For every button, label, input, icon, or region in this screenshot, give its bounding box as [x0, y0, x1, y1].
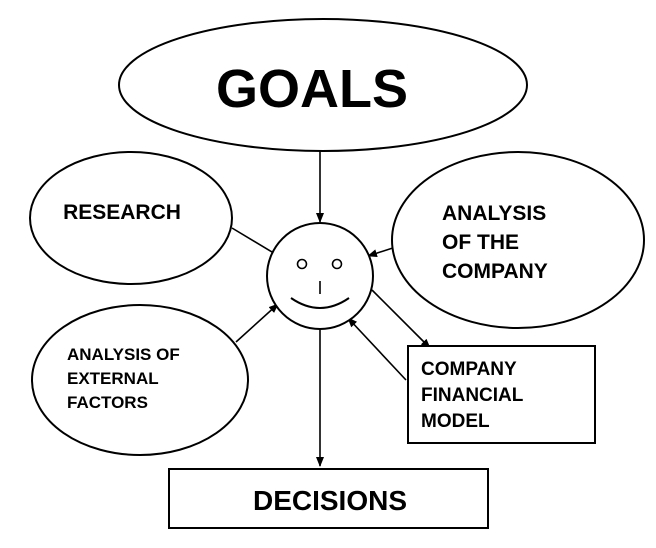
financial-model-line-3: MODEL	[421, 411, 490, 432]
smiley-face-icon	[290, 258, 350, 309]
financial-model-node: COMPANY FINANCIAL MODEL	[407, 345, 596, 444]
decisions-node: DECISIONS	[168, 468, 489, 529]
external-factors-node: ANALYSIS OF EXTERNAL FACTORS	[31, 304, 249, 456]
research-node: RESEARCH	[29, 151, 233, 285]
research-label: RESEARCH	[63, 201, 181, 224]
financial-model-line-1: COMPANY	[421, 359, 517, 380]
external-factors-line-2: EXTERNAL	[67, 369, 159, 388]
arrow-external-factors-to-person	[235, 303, 279, 343]
financial-model-line-2: FINANCIAL	[421, 385, 524, 406]
goals-node: GOALS	[118, 18, 528, 152]
arrow-financial-model-to-person	[347, 317, 407, 381]
company-analysis-node: ANALYSIS OF THE COMPANY	[391, 151, 645, 329]
external-factors-line-3: FACTORS	[67, 393, 148, 412]
arrow-person-to-financial-model	[371, 289, 431, 349]
person-node	[266, 222, 374, 330]
goals-label: GOALS	[216, 59, 408, 119]
decisions-label: DECISIONS	[253, 485, 407, 516]
company-analysis-line-3: COMPANY	[442, 260, 548, 283]
external-factors-line-1: ANALYSIS OF	[67, 345, 180, 364]
company-analysis-line-2: OF THE	[442, 231, 519, 254]
company-analysis-line-1: ANALYSIS	[442, 202, 546, 225]
